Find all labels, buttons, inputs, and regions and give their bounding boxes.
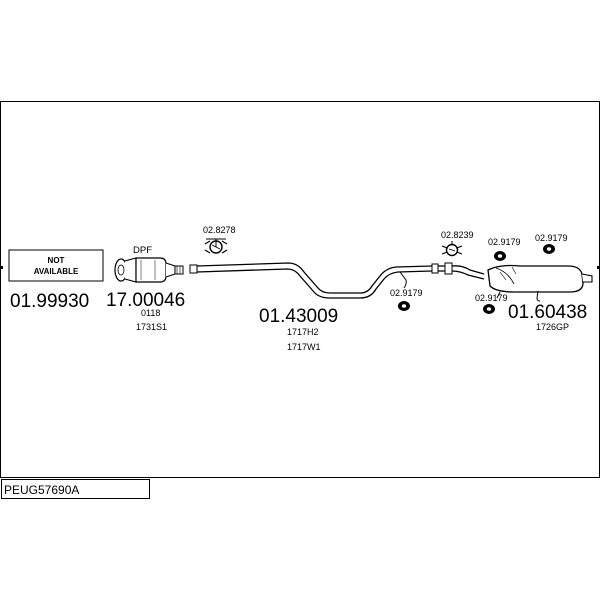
rear-muffler-sub-1: 1726GP — [536, 322, 569, 332]
rear-muffler-component — [438, 262, 593, 302]
not-available-label-1: NOT — [48, 256, 65, 265]
part-number: PEUG57690A — [4, 483, 79, 497]
mount-mid-label: 02.9179 — [390, 288, 423, 298]
dpf-sub-1: 0118 — [141, 308, 160, 318]
middle-pipe-code: 01.43009 — [259, 306, 338, 327]
not-available-component: NOT AVAILABLE — [8, 249, 104, 282]
dpf-tag: DPF — [133, 245, 152, 256]
not-available-label-2: AVAILABLE — [34, 267, 79, 276]
clamp-rear-icon — [441, 241, 463, 257]
mount-top-right-label: 02.9179 — [535, 233, 568, 243]
middle-pipe-sub-2: 1717W1 — [287, 342, 321, 352]
rubber-mount-top-right-icon — [543, 244, 555, 254]
rubber-mount-top-left-icon — [494, 251, 506, 261]
rear-muffler-code: 01.60438 — [508, 302, 587, 323]
mount-bottom-label: 02.9179 — [475, 293, 508, 303]
rubber-mount-bottom-icon — [483, 304, 495, 314]
not-available-code: 01.99930 — [10, 291, 89, 312]
rubber-mount-mid-icon — [398, 301, 410, 311]
middle-pipe-component — [189, 262, 439, 299]
dpf-sub-2: 1731S1 — [136, 322, 167, 332]
frame-tick-right — [597, 266, 600, 269]
mount-top-left-label: 02.9179 — [488, 237, 521, 247]
middle-pipe-sub-1: 1717H2 — [287, 327, 319, 337]
part-number-box: PEUG57690A — [1, 479, 150, 499]
clamp-front-label: 02.8278 — [203, 225, 236, 235]
frame-tick-left — [0, 266, 3, 269]
dpf-code: 17.00046 — [106, 290, 185, 311]
clamp-rear-label: 02.8239 — [441, 230, 474, 240]
dpf-component — [114, 257, 184, 283]
clamp-front-icon — [204, 238, 228, 254]
